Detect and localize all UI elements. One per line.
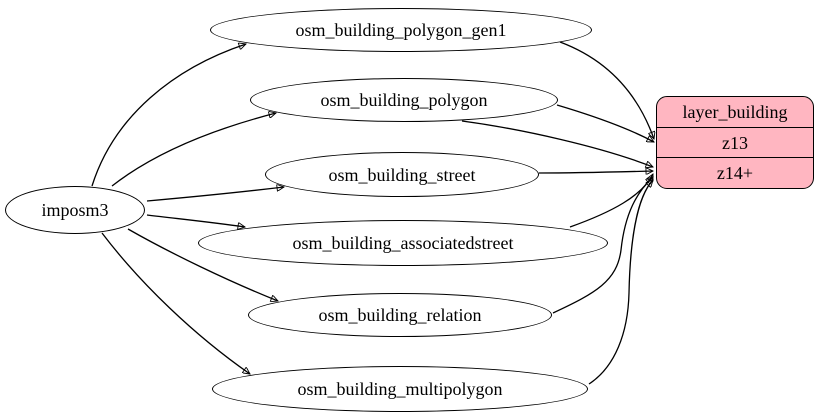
- edge-osm-building-street-to-z14plus: [538, 171, 653, 173]
- layer-building-row-z13: z13: [657, 126, 813, 158]
- edge-imposm3-to-osm-building-associatedstreet: [146, 214, 245, 227]
- node-imposm3-label: imposm3: [41, 200, 109, 220]
- edge-osm-building-multipolygon-to-z14plus: [588, 180, 653, 385]
- layer-building-row-z14plus: z14+: [657, 157, 813, 188]
- node-osm-building-associatedstreet-label: osm_building_associatedstreet: [292, 233, 514, 253]
- edge-osm-building-associatedstreet-to-z14plus: [569, 174, 654, 228]
- node-osm-building-polygon-label: osm_building_polygon: [320, 90, 488, 110]
- node-layer-building: layer_building z13 z14+: [656, 96, 814, 189]
- edge-imposm3-to-osm-building-polygon-gen1: [91, 44, 246, 187]
- node-osm-building-polygon-gen1-label: osm_building_polygon_gen1: [295, 20, 507, 40]
- node-osm-building-relation: osm_building_relation: [248, 293, 552, 337]
- node-osm-building-multipolygon-label: osm_building_multipolygon: [297, 379, 503, 399]
- node-osm-building-polygon: osm_building_polygon: [250, 78, 558, 122]
- node-osm-building-associatedstreet: osm_building_associatedstreet: [198, 220, 608, 266]
- edge-imposm3-to-osm-building-polygon: [111, 113, 276, 187]
- edge-imposm3-to-osm-building-street: [146, 187, 284, 202]
- edge-osm-building-polygon-to-z13: [556, 104, 654, 143]
- node-osm-building-street-label: osm_building_street: [328, 164, 476, 185]
- node-osm-building-polygon-gen1: osm_building_polygon_gen1: [210, 8, 592, 52]
- node-osm-building-street: osm_building_street: [265, 152, 539, 197]
- node-imposm3: imposm3: [5, 186, 145, 234]
- node-osm-building-multipolygon: osm_building_multipolygon: [212, 366, 588, 412]
- layer-building-title: layer_building: [682, 101, 788, 122]
- edge-osm-building-polygon-gen1-to-z13: [559, 41, 654, 139]
- node-osm-building-relation-label: osm_building_relation: [318, 305, 482, 325]
